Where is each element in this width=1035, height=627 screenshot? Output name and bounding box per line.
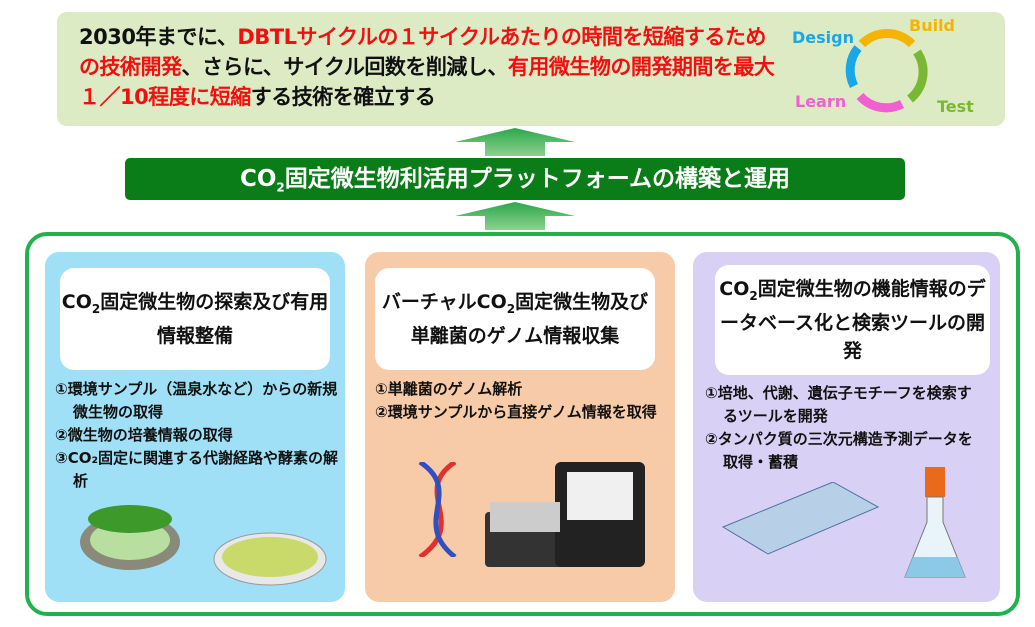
title-sub: 2 xyxy=(91,301,101,316)
title-post: 固定微生物及び単離菌のゲノム情報収集 xyxy=(410,290,649,348)
list-item: ②微生物の培養情報の取得 xyxy=(55,426,233,444)
well-plate-icon xyxy=(721,482,880,555)
cycle-build-label: Build xyxy=(909,16,956,35)
title-sub: 2 xyxy=(506,301,516,316)
panel-title: バーチャルCO2固定微生物及び単離菌のゲノム情報収集 xyxy=(375,268,655,370)
title-pre: CO xyxy=(719,277,750,300)
up-arrow-icon xyxy=(455,202,575,230)
platform-banner: CO2固定微生物利活用プラットフォームの構築と運用 xyxy=(125,158,905,200)
item-list: ①培地、代謝、遺伝子モチーフを検索するツールを開発 ②タンパク質の三次元構造予測… xyxy=(705,382,975,474)
list-item: ②タンパク質の三次元構造予測データを取得・蓄積 xyxy=(705,430,973,471)
item-list: ①単離菌のゲノム解析 ②環境サンプルから直接ゲノム情報を取得 xyxy=(375,378,665,424)
petri-dish-icon xyxy=(213,532,327,586)
title-pre: バーチャルCO xyxy=(381,290,507,313)
list-item: ②環境サンプルから直接ゲノム情報を取得 xyxy=(375,403,657,421)
hot-spring-icon xyxy=(80,505,180,570)
cycle-learn-label: Learn xyxy=(795,92,847,111)
title-pre: CO xyxy=(61,290,92,313)
goal-box: 2030年までに、DBTLサイクルの１サイクルあたりの時間を短縮するための技術開… xyxy=(57,12,1005,126)
up-arrow-icon xyxy=(455,128,575,156)
cycle-test-label: Test xyxy=(937,97,974,116)
goal-text-1: 2030年までに、 xyxy=(79,25,238,49)
panel-exploration: CO2固定微生物の探索及び有用情報整備 ①環境サンプル（温泉水など）からの新規微… xyxy=(45,252,345,602)
panel-genome: バーチャルCO2固定微生物及び単離菌のゲノム情報収集 ①単離菌のゲノム解析 ②環… xyxy=(365,252,675,602)
sequencer-icon xyxy=(485,462,645,567)
panel-title: CO2固定微生物の機能情報のデータベース化と検索ツールの開発 xyxy=(715,265,990,375)
banner-text-sub: 2 xyxy=(276,180,285,195)
dna-icon xyxy=(418,462,457,557)
banner-text-pre: CO xyxy=(239,166,277,192)
goal-text-2: DBTLサイクルの１サイクルあたりの時間を短縮するための技術開発 xyxy=(79,25,766,79)
goal-text-5: する技術を確立する xyxy=(250,85,436,109)
list-item: ①培地、代謝、遺伝子モチーフを検索するツールを開発 xyxy=(705,384,972,425)
list-item: ①環境サンプル（温泉水など）からの新規微生物の取得 xyxy=(55,380,338,421)
banner-text-post: 固定微生物利活用プラットフォームの構築と運用 xyxy=(284,166,791,192)
title-post: 固定微生物の機能情報のデータベース化と検索ツールの開発 xyxy=(719,277,986,363)
title-post: 固定微生物の探索及び有用情報整備 xyxy=(100,290,329,348)
dbtl-cycle-icon xyxy=(845,29,928,113)
flask-icon xyxy=(904,467,966,578)
panel-database: CO2固定微生物の機能情報のデータベース化と検索ツールの開発 ①培地、代謝、遺伝… xyxy=(693,252,1000,602)
item-list: ①環境サンプル（温泉水など）からの新規微生物の取得 ②微生物の培養情報の取得 ③… xyxy=(55,378,340,493)
goal-text-3: 、さらに、サイクル回数を削減し、 xyxy=(181,55,509,79)
activities-frame xyxy=(25,232,1020,616)
list-item: ①単離菌のゲノム解析 xyxy=(375,380,523,398)
title-sub: 2 xyxy=(749,288,758,303)
list-item: ③CO₂固定に関連する代謝経路や酵素の解析 xyxy=(55,449,339,490)
goal-statement: 2030年までに、DBTLサイクルの１サイクルあたりの時間を短縮するための技術開… xyxy=(79,22,779,112)
cycle-design-label: Design xyxy=(792,28,854,47)
panel-title: CO2固定微生物の探索及び有用情報整備 xyxy=(60,268,330,370)
goal-text-4: 有用微生物の開発期間を最大１／10程度に短縮 xyxy=(79,55,775,109)
